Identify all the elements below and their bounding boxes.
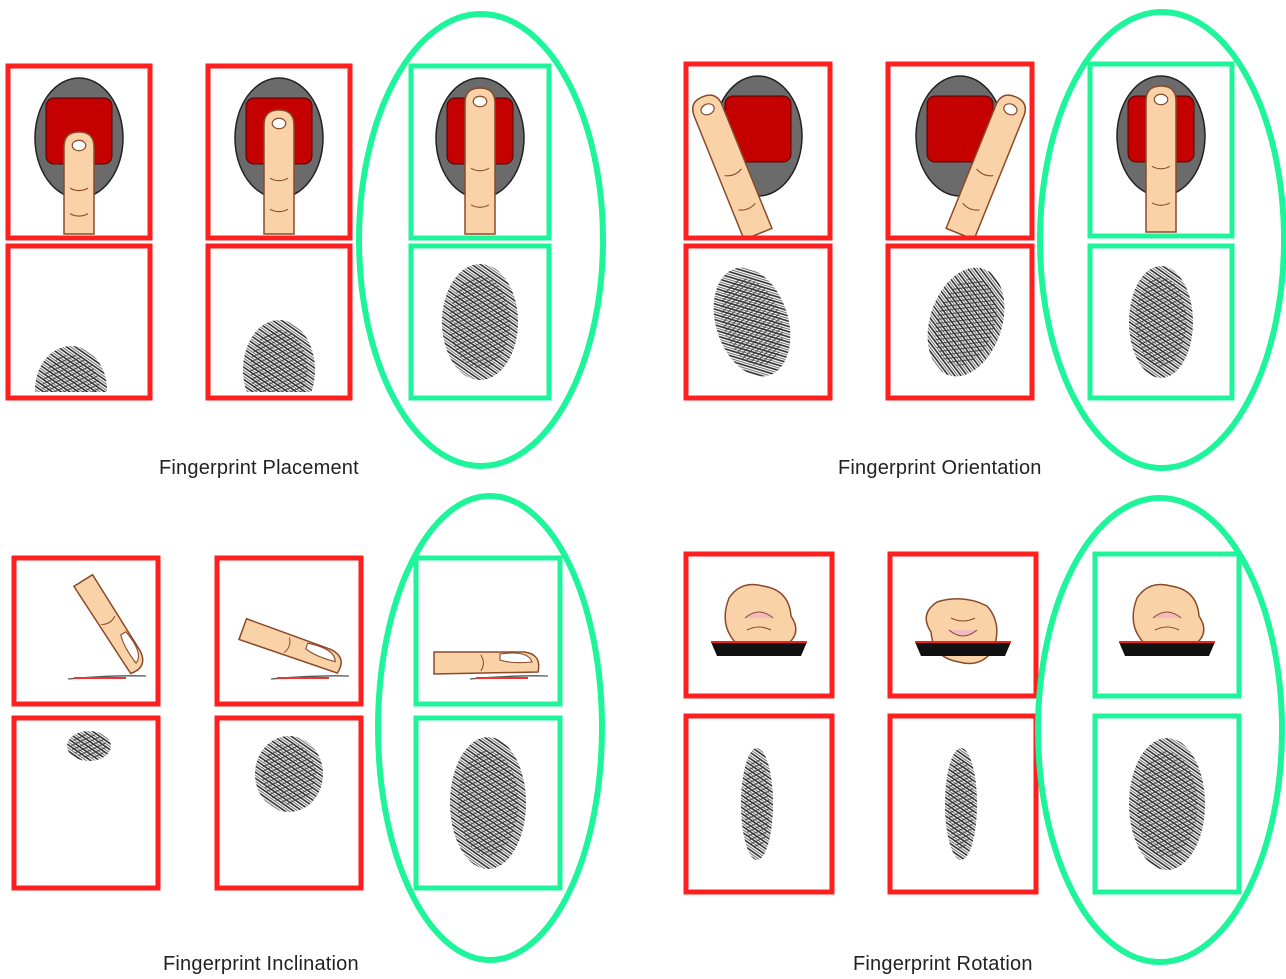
cell-incorrect (890, 554, 1036, 892)
finger-shape (465, 88, 495, 234)
cell-correct (411, 66, 549, 398)
finger-shape (239, 619, 345, 675)
finger-side-icon (434, 652, 539, 674)
cell-correct (1090, 64, 1232, 398)
cell-correct (416, 558, 560, 888)
platen-icon (711, 642, 807, 656)
finger-side-icon (239, 619, 345, 675)
caption-rotation: Fingerprint Rotation (853, 953, 1033, 976)
panel-orientation (686, 12, 1284, 468)
finger-icon (64, 132, 94, 234)
finger-icon (1146, 86, 1176, 232)
fingerprint-core (42, 355, 100, 425)
cell-incorrect (686, 64, 830, 398)
platen-icon (915, 642, 1011, 656)
caption-inclination: Fingerprint Inclination (163, 953, 359, 976)
panel-inclination (14, 496, 602, 960)
fingernail-icon (473, 96, 487, 107)
finger-side-icon (74, 575, 148, 675)
cell-correct (1095, 554, 1239, 892)
cell-incorrect (217, 558, 361, 888)
fingernail-icon (72, 140, 86, 151)
panel-placement (8, 14, 603, 466)
finger-icon (264, 110, 294, 234)
caption-placement: Fingerprint Placement (159, 457, 359, 480)
fingerprint-core (458, 750, 519, 856)
fingerprint-core (262, 744, 316, 805)
fingernail-icon (1154, 94, 1168, 105)
scan-frame-top (416, 558, 560, 704)
fingernail-icon (272, 118, 286, 129)
fingerprint-core (1137, 751, 1198, 857)
fist-icon (1133, 585, 1204, 650)
scan-frame-top (217, 558, 361, 704)
cell-incorrect (888, 64, 1032, 398)
cell-incorrect (686, 554, 832, 892)
cell-incorrect (208, 66, 350, 420)
panel-rotation (686, 498, 1282, 962)
platen-icon (1119, 642, 1215, 656)
fingerprint-core (1135, 277, 1186, 367)
finger-shape (1146, 86, 1176, 232)
cell-incorrect (8, 66, 150, 434)
fist-icon (725, 585, 796, 650)
cell-incorrect (14, 558, 158, 888)
fingerprint-core (71, 734, 106, 758)
fingerprint-core (744, 759, 770, 849)
fingerprint-core (450, 276, 511, 369)
caption-orientation: Fingerprint Orientation (838, 457, 1042, 480)
print-clip-group (243, 320, 315, 420)
finger-icon (465, 88, 495, 234)
fingerprint-core (948, 759, 974, 849)
print-clip-group (35, 346, 107, 434)
